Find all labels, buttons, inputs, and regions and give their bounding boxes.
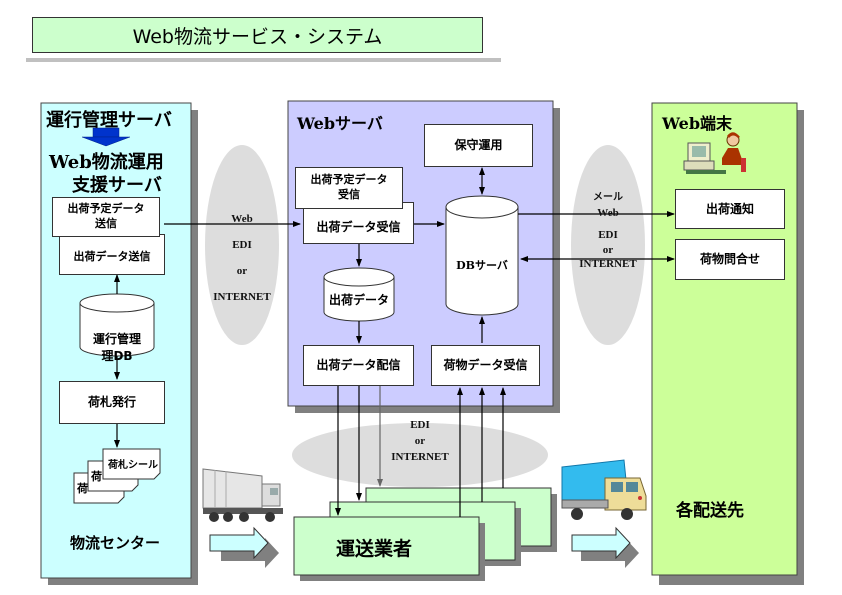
right-network-cloud — [571, 145, 645, 345]
schedule-data-receive-label: 出荷予定データ 受信 — [310, 173, 388, 201]
right-network-edi: EDI — [598, 229, 618, 241]
shipment-data-label: 出荷データ — [324, 292, 394, 309]
left-flow-arrow — [209, 526, 279, 568]
web-terminal-panel — [651, 102, 798, 576]
cargo-inquiry-label: 荷物問合せ — [699, 252, 760, 267]
tag-seal-back1-label: 荷 — [91, 470, 102, 483]
shipment-data-cylinder — [323, 267, 395, 322]
box-truck-icon — [561, 459, 647, 520]
maintenance-label: 保守運用 — [454, 138, 503, 153]
maintenance-box: 保守運用 — [424, 124, 533, 167]
left-panel-heading-top: 運行管理サーバ — [46, 110, 172, 131]
shipment-data-receive-label: 出荷データ受信 — [316, 219, 401, 234]
web-terminal-heading: Web端末 — [662, 114, 733, 133]
schedule-data-send-label: 出荷予定データ 送信 — [67, 202, 145, 230]
right-network-internet: INTERNET — [579, 258, 637, 270]
carrier-label: 運送業者 — [336, 538, 413, 560]
bottom-network-internet: INTERNET — [391, 451, 449, 463]
carrier-card-1 — [293, 516, 480, 576]
tag-issue-box: 荷札発行 — [59, 381, 165, 424]
db-server-text: DBサーバ — [456, 259, 508, 272]
left-network-internet: INTERNET — [213, 291, 271, 303]
bottom-network-labels: EDI or INTERNET — [378, 420, 462, 463]
left-network-or: or — [236, 265, 248, 277]
delivery-destinations-label: 各配送先 — [676, 501, 744, 521]
shipment-data-send-box: 出荷データ送信 — [59, 234, 165, 275]
left-panel-heading-main-line1: Web物流運用 — [49, 152, 164, 173]
right-network-mail: メール — [593, 192, 623, 203]
right-network-web: Web — [597, 207, 619, 219]
schedule-data-receive-box: 出荷予定データ 受信 — [295, 167, 403, 209]
left-network-labels: Web EDI or INTERNET — [200, 214, 284, 303]
title-underline — [26, 58, 501, 62]
tag-seal-back2-label: 荷 — [77, 482, 88, 495]
tag-seal-stack — [73, 448, 161, 504]
shipment-data-deliver-box: 出荷データ配信 — [303, 345, 414, 386]
tag-seal-label: 荷札シール — [108, 460, 158, 471]
diagram-title-text: Web物流サービス・システム — [132, 25, 383, 48]
cargo-inquiry-box: 荷物問合せ — [675, 239, 785, 280]
right-network-or: or — [602, 244, 614, 256]
db-server-label: DBサーバ — [446, 258, 518, 273]
person-at-computer-icon — [683, 132, 746, 174]
left-network-edi: EDI — [232, 239, 252, 251]
left-panel-heading-main-line2: 支援サーバ — [72, 175, 162, 196]
blue-down-arrow — [81, 127, 131, 147]
right-network-labels: メール Web EDI or INTERNET — [566, 193, 650, 270]
left-network-web: Web — [231, 213, 253, 225]
shipment-data-receive-box: 出荷データ受信 — [303, 202, 414, 244]
operations-db-text: 運行管理 理DB — [92, 331, 141, 363]
logistics-center-label: 物流センター — [70, 534, 161, 552]
cargo-data-receive-box: 荷物データ受信 — [431, 345, 540, 386]
left-network-cloud — [205, 145, 279, 345]
shipment-notice-box: 出荷通知 — [675, 189, 785, 229]
shipment-data-text: 出荷データ — [328, 293, 389, 307]
shipment-data-deliver-label: 出荷データ配信 — [316, 358, 401, 373]
bottom-network-cloud — [292, 423, 548, 487]
diagram-title: Web物流サービス・システム — [32, 17, 483, 53]
web-server-heading: Webサーバ — [297, 114, 383, 133]
tag-issue-label: 荷札発行 — [87, 395, 136, 410]
shipment-notice-label: 出荷通知 — [705, 201, 754, 216]
trailer-truck-icon — [202, 468, 283, 522]
shipment-data-send-label: 出荷データ送信 — [73, 250, 151, 264]
cargo-data-receive-label: 荷物データ受信 — [443, 358, 528, 373]
bottom-network-edi: EDI — [410, 419, 430, 431]
right-flow-arrow — [571, 526, 639, 568]
operations-db-label: 運行管理 理DB — [84, 314, 150, 364]
operations-db-cylinder — [79, 293, 155, 357]
schedule-data-send-box: 出荷予定データ 送信 — [52, 197, 160, 237]
bottom-network-or: or — [414, 435, 426, 447]
db-server-cylinder — [445, 195, 519, 316]
